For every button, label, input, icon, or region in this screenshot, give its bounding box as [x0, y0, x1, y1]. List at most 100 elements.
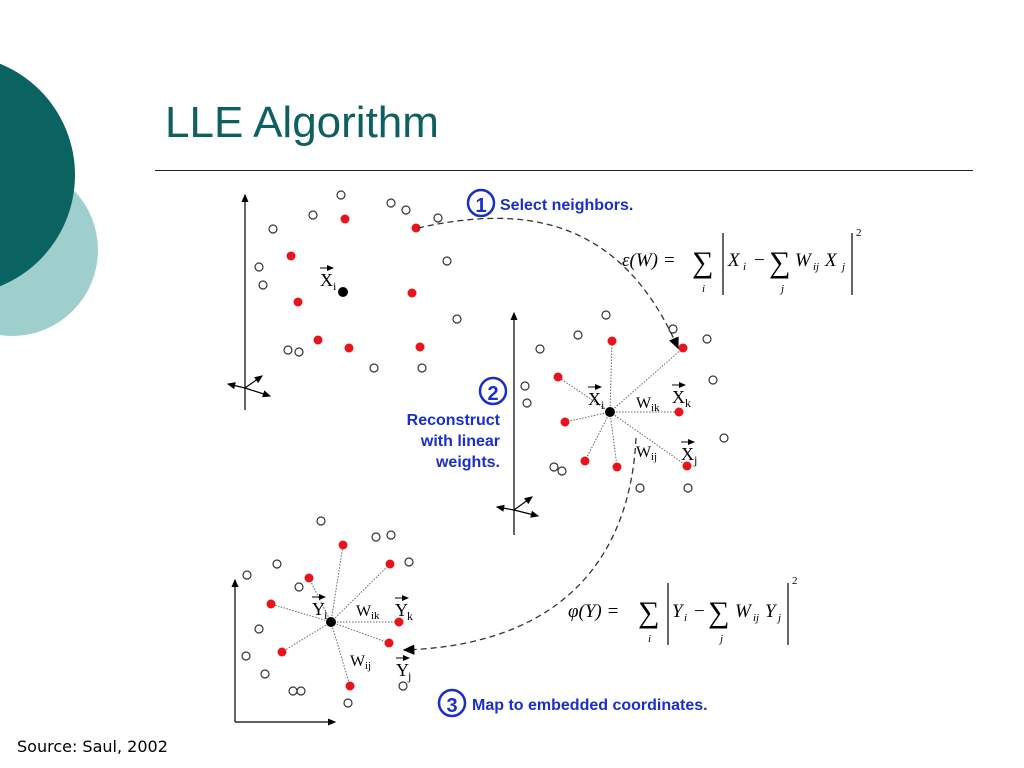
svg-text:X: X [727, 250, 741, 271]
bottom-neighbor-points [266, 540, 404, 691]
svg-text:j: j [779, 283, 784, 295]
svg-text:W: W [636, 395, 652, 412]
middle-axes [495, 311, 540, 535]
svg-text:ij: ij [813, 261, 819, 273]
middle-xi-label: X i [588, 384, 605, 412]
dark-teal-circle [0, 63, 75, 287]
svg-text:−: − [694, 601, 705, 622]
svg-text:3: 3 [446, 695, 457, 717]
svg-text:ε(W) =: ε(W) = [622, 250, 676, 271]
svg-text:k: k [685, 396, 691, 410]
equation-epsilon: ε(W) = ∑ i X i − ∑ j W ij X j 2 [622, 227, 862, 295]
bottom-panel: Y i W ik Y k W ij Y j [231, 516, 414, 726]
svg-text:Y: Y [395, 600, 408, 620]
svg-text:Y: Y [312, 599, 325, 619]
step-3-badge [437, 688, 467, 718]
middle-xk-label: X k [672, 382, 691, 410]
slide-title: LLE Algorithm [165, 98, 439, 147]
top-open-points [254, 190, 462, 373]
svg-text:2: 2 [487, 383, 498, 405]
step-1-text: Select neighbors. [500, 197, 633, 214]
middle-center-point [605, 407, 615, 417]
step-2-line-3: weights. [435, 454, 500, 471]
svg-text:2: 2 [856, 227, 862, 239]
step-2: 2 Reconstruct with linear weights. [407, 376, 508, 471]
bottom-wij-label: W ij [350, 653, 371, 672]
bottom-yk-label: Y k [395, 595, 413, 623]
top-panel: X i [226, 190, 462, 410]
svg-text:W: W [356, 603, 372, 620]
middle-weight-lines [557, 340, 688, 468]
svg-text:ik: ik [651, 402, 660, 414]
svg-text:∑: ∑ [638, 596, 659, 629]
svg-text:ij: ij [651, 451, 657, 463]
svg-text:i: i [684, 612, 687, 624]
svg-text:i: i [601, 398, 605, 412]
bottom-weight-lines [270, 544, 399, 687]
top-xi-label: X i [320, 265, 337, 293]
svg-text:i: i [648, 633, 651, 645]
middle-panel: X i W ik X k W ij X j [495, 310, 729, 535]
source-citation: Source: Saul, 2002 [17, 737, 168, 756]
step-3: 3 Map to embedded coordinates. [437, 688, 708, 718]
step-3-text: Map to embedded coordinates. [472, 697, 708, 714]
arrow-reconstruct-to-map [402, 437, 637, 655]
equation-phi: φ(Y) = ∑ i Y i − ∑ j W ij Y j 2 [568, 575, 798, 645]
step-2-line-2: with linear [420, 433, 500, 450]
svg-text:W: W [350, 653, 366, 670]
step-1-badge [466, 188, 496, 218]
step-1: 1 Select neighbors. [466, 188, 633, 218]
bottom-center-point [326, 617, 336, 627]
svg-text:j: j [693, 453, 697, 467]
svg-text:j: j [776, 612, 781, 624]
svg-text:Y: Y [765, 601, 778, 622]
svg-text:X: X [824, 250, 838, 271]
svg-text:j: j [718, 633, 723, 645]
svg-text:X: X [681, 444, 694, 464]
svg-text:−: − [754, 250, 765, 271]
svg-text:j: j [840, 261, 845, 273]
svg-text:i: i [702, 283, 705, 295]
svg-text:W: W [735, 601, 753, 622]
svg-text:i: i [743, 261, 746, 273]
arrow-select-to-reconstruct [417, 217, 679, 350]
step-2-line-1: Reconstruct [407, 412, 501, 429]
svg-text:φ(Y) =: φ(Y) = [568, 601, 619, 622]
middle-neighbor-points [553, 336, 692, 472]
top-center-point [338, 287, 348, 297]
step-2-badge [478, 376, 508, 406]
svg-text:2: 2 [792, 575, 798, 587]
middle-wij-label: W ij [636, 444, 657, 463]
bottom-yi-label: Y i [312, 594, 328, 622]
middle-xj-label: X j [681, 439, 697, 467]
top-neighbor-points [286, 214, 425, 353]
bottom-yj-label: Y j [396, 655, 411, 683]
middle-open-points [520, 310, 729, 493]
svg-text:∑: ∑ [692, 246, 713, 279]
svg-text:X: X [588, 389, 601, 409]
bottom-wik-label: W ik [356, 603, 380, 622]
svg-text:ij: ij [365, 660, 371, 672]
svg-text:X: X [672, 387, 685, 407]
svg-text:i: i [333, 279, 337, 293]
svg-text:i: i [324, 608, 328, 622]
svg-text:ij: ij [753, 612, 759, 624]
svg-text:W: W [636, 444, 652, 461]
svg-text:j: j [407, 669, 411, 683]
svg-text:Y: Y [672, 601, 685, 622]
svg-text:1: 1 [475, 195, 486, 217]
middle-wik-label: W ik [636, 395, 660, 414]
svg-text:∑: ∑ [769, 246, 790, 279]
svg-text:Y: Y [396, 660, 409, 680]
bottom-axes [231, 578, 337, 726]
title-divider [155, 170, 973, 171]
svg-text:W: W [795, 250, 813, 271]
svg-text:k: k [407, 609, 413, 623]
svg-text:∑: ∑ [708, 596, 729, 629]
bottom-open-points [241, 516, 414, 708]
svg-text:X: X [320, 270, 333, 290]
top-axes [226, 193, 272, 410]
svg-text:ik: ik [371, 610, 380, 622]
